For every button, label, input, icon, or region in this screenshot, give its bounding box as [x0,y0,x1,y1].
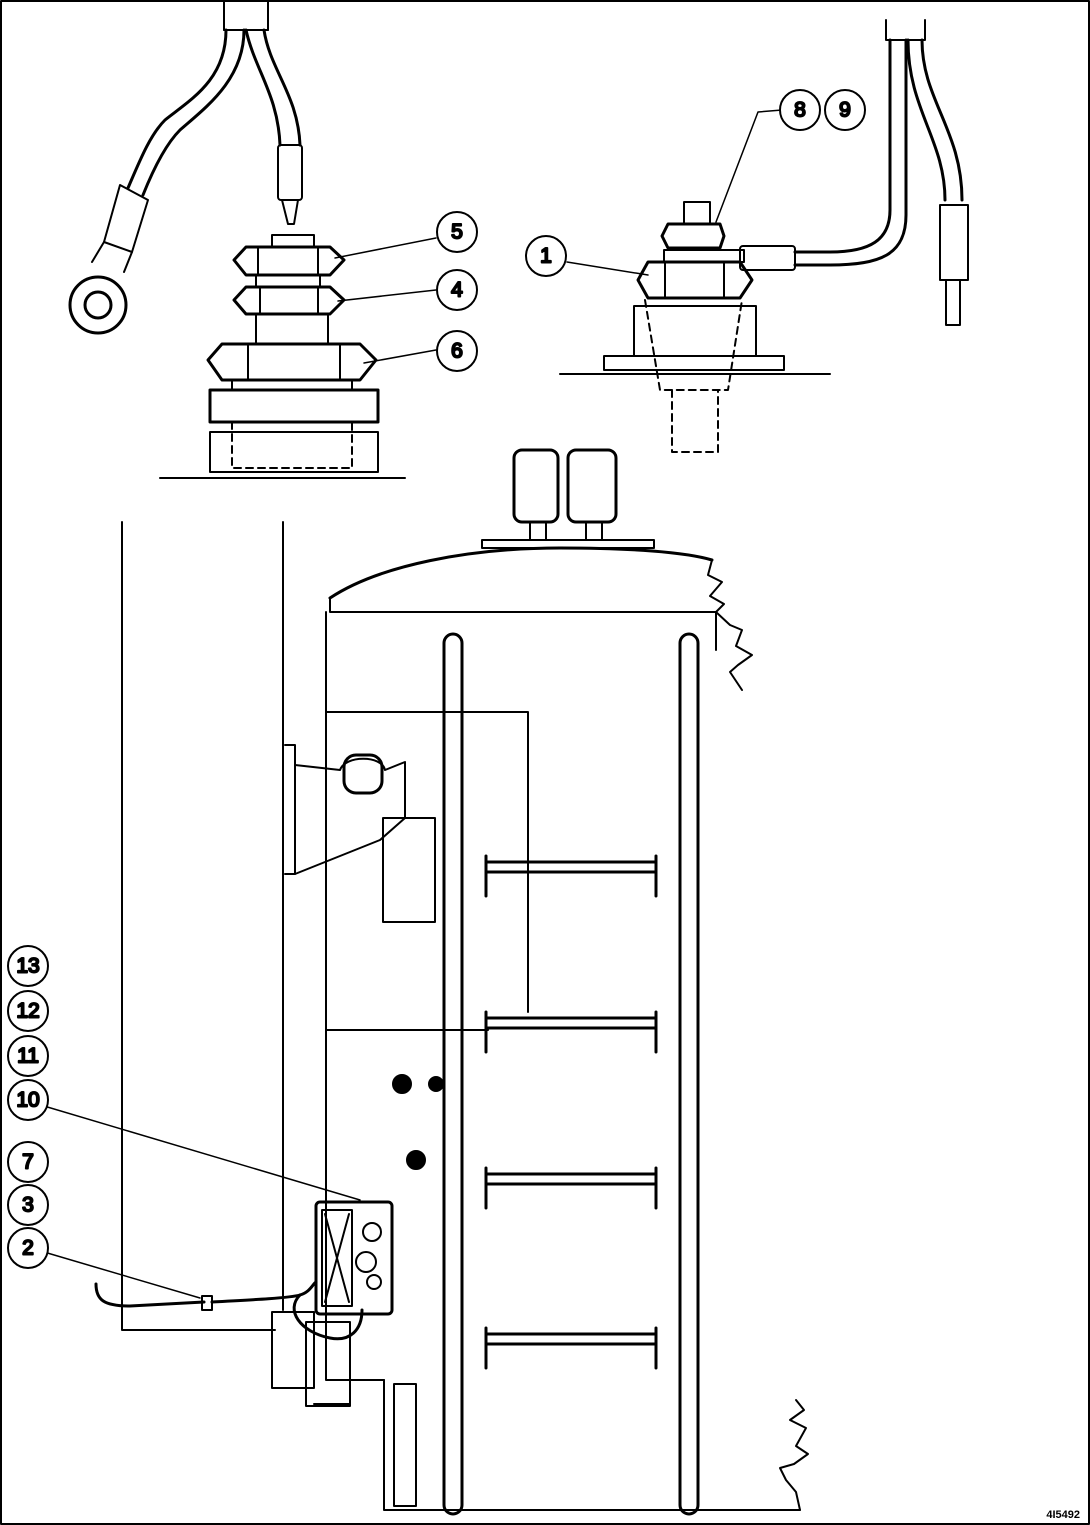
callout-label: 5 [451,221,463,244]
callout-4: 4 [436,269,478,311]
terminal-detail-left [68,0,406,479]
callout-label: 11 [17,1045,39,1068]
callout-label: 8 [794,99,806,122]
callout-label: 1 [540,245,552,268]
callout-label: 4 [451,279,463,302]
terminal-detail-right [559,19,969,453]
callout-label: 6 [451,340,463,363]
callout-6: 6 [436,330,478,372]
figure-id: 4I5492 [1046,1509,1080,1521]
callout-11: 11 [7,1035,49,1077]
callout-label: 7 [22,1151,34,1174]
main-assembly [94,448,809,1516]
callout-label: 3 [22,1194,34,1217]
callout-1: 1 [525,235,567,277]
callout-label: 9 [839,99,851,122]
callout-12: 12 [7,990,49,1032]
callout-9: 9 [824,89,866,131]
callout-label: 2 [22,1237,34,1260]
callout-10: 10 [7,1079,49,1121]
callout-7: 7 [7,1141,49,1183]
callout-label: 13 [16,955,39,978]
callout-13: 13 [7,945,49,987]
callout-5: 5 [436,211,478,253]
callout-3: 3 [7,1184,49,1226]
callout-8: 8 [779,89,821,131]
callout-label: 10 [16,1089,39,1112]
callout-label: 12 [16,1000,39,1023]
callout-2: 2 [7,1227,49,1269]
leader-lines [43,109,783,1299]
